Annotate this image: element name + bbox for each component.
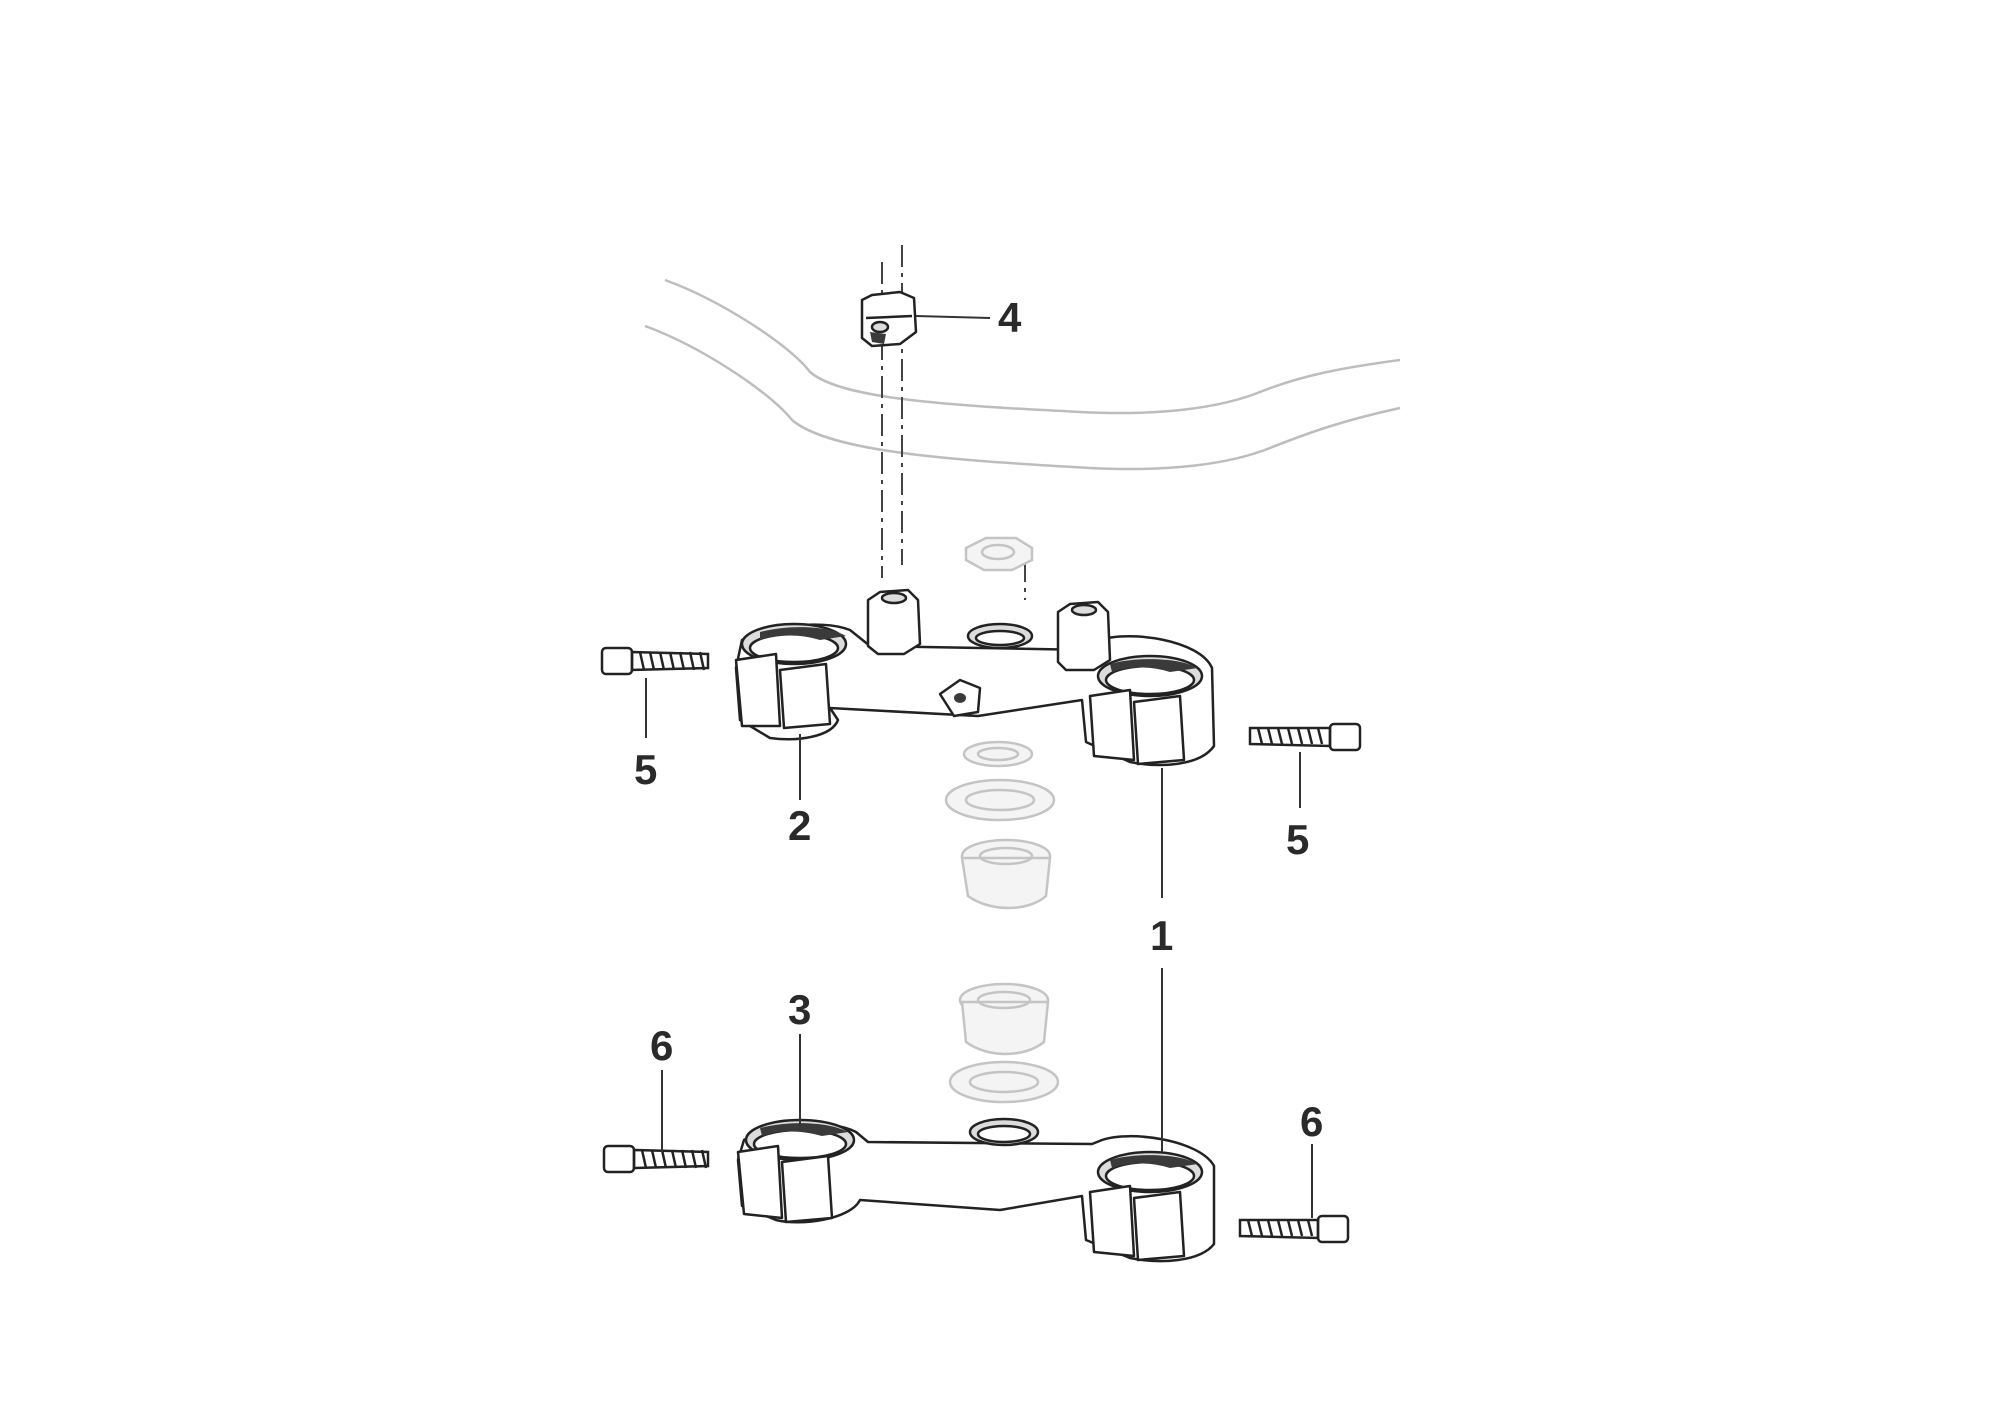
lower-bearing-race <box>948 1060 1060 1104</box>
callout-part-5-left: 5 <box>634 746 657 793</box>
lower-taper-bearing <box>958 982 1050 1056</box>
callout-part-3: 3 <box>788 986 811 1033</box>
callout-part-6-right: 6 <box>1300 1098 1323 1145</box>
upper-taper-bearing <box>960 838 1052 910</box>
dust-seal <box>962 740 1034 768</box>
callout-part-1: 1 <box>1150 912 1173 959</box>
callout-part-5-right: 5 <box>1286 816 1309 863</box>
callout-part-6-left: 6 <box>650 1022 673 1069</box>
handlebar-outline <box>644 278 1401 471</box>
bolt-bottom-right <box>1238 1214 1350 1244</box>
steering-nut <box>964 536 1034 572</box>
leader-lines <box>645 315 1313 1218</box>
handlebar-clamp <box>860 290 918 348</box>
bolt-top-right <box>1248 722 1362 752</box>
callout-labels: 4 5 2 5 1 3 6 6 <box>634 294 1323 1145</box>
upper-bearing-race <box>944 778 1056 822</box>
top-triple-clamp <box>734 588 1216 767</box>
bolt-bottom-left <box>602 1144 710 1174</box>
callout-part-2: 2 <box>788 802 811 849</box>
callout-part-4: 4 <box>998 294 1022 341</box>
bottom-triple-clamp <box>736 1117 1216 1263</box>
bolt-top-left <box>600 646 710 676</box>
